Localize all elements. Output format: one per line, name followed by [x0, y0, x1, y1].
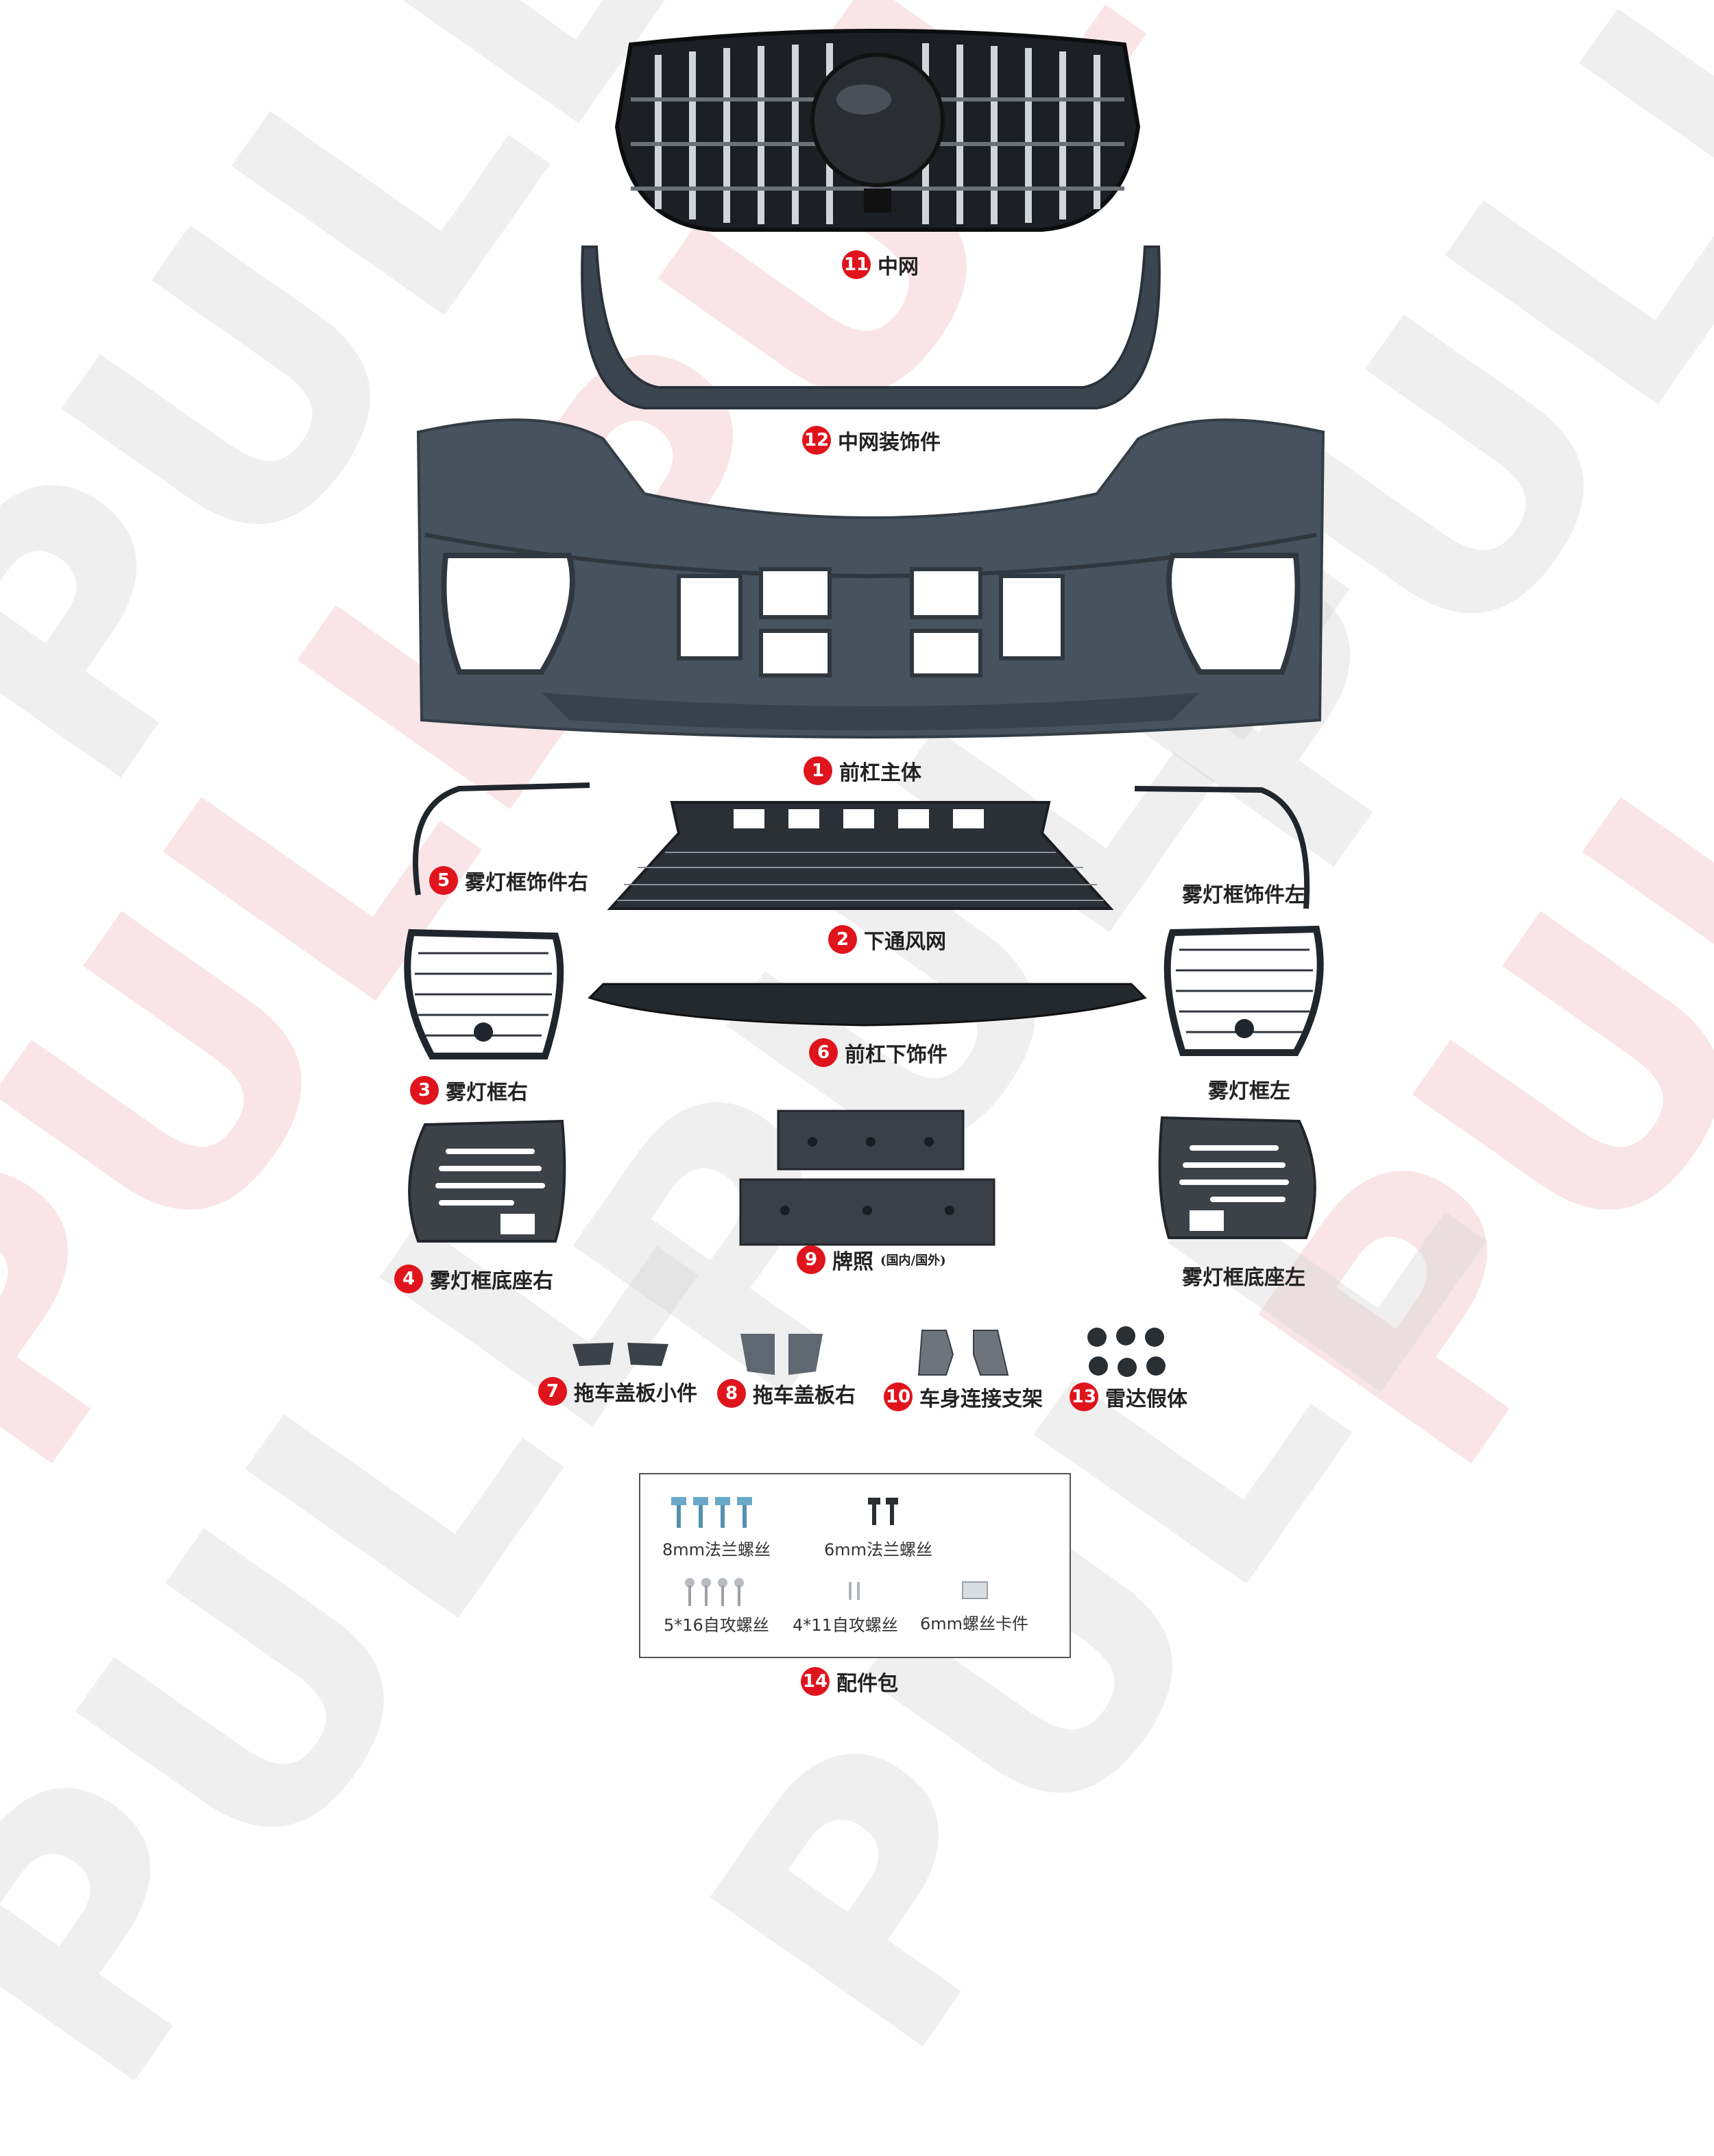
part-label-fog-trim-right: 5 雾灯框饰件右 — [429, 865, 588, 896]
part-label-license-plate: 9 牌照 (国内/国外) — [797, 1245, 946, 1275]
part-name: 牌照 — [832, 1250, 873, 1274]
accessory-label: 6mm法兰螺丝 — [824, 1540, 933, 1559]
part-number-badge: 6 — [809, 1038, 838, 1067]
part-label-lower-grille: 2 下通风网 — [828, 924, 946, 955]
part-name: 拖车盖板右 — [753, 1384, 856, 1408]
part-label-grille: 11 中网 — [842, 250, 919, 280]
lower-grille-image — [607, 801, 1114, 910]
part-number-badge: 10 — [884, 1382, 913, 1411]
part-name: 前杠主体 — [839, 761, 921, 785]
part-number-badge: 2 — [828, 925, 857, 954]
fog-frame-left-image — [1163, 925, 1324, 1056]
part-name: 中网 — [878, 255, 919, 279]
part-number-badge: 12 — [802, 426, 831, 455]
part-name: 雾灯框底座右 — [430, 1269, 553, 1293]
part-name: 雷达假体 — [1105, 1387, 1187, 1411]
part-label-lower-trim: 6 前杠下饰件 — [809, 1038, 947, 1068]
part-label-fog-base-left: 雾灯框底座左 — [1182, 1266, 1305, 1290]
accessory-label: 6mm螺丝卡件 — [920, 1614, 1029, 1633]
part-label-tow-cover: 8 拖车盖板右 — [717, 1378, 856, 1409]
tow-cover-image — [740, 1334, 823, 1375]
part-number-badge: 9 — [797, 1245, 825, 1274]
flange-screw-6mm-icon — [868, 1498, 898, 1525]
lower-trim-image — [588, 983, 1147, 1027]
accessory-label: 4*11自攻螺丝 — [793, 1616, 898, 1635]
fog-base-right-image — [408, 1119, 566, 1243]
grille-image — [614, 29, 1141, 232]
part-label-accessory-pack: 14 配件包 — [801, 1666, 898, 1697]
self-tapping-screw-4x11-icon — [849, 1582, 860, 1600]
part-number-badge: 7 — [538, 1377, 567, 1406]
grille-trim-image — [581, 245, 1161, 409]
body-bracket-image — [917, 1330, 1009, 1376]
radar-dummy-image — [1087, 1326, 1166, 1377]
fog-trim-right-image — [413, 782, 590, 896]
bumper-image — [416, 418, 1325, 739]
part-note: (国内/国外) — [880, 1254, 946, 1268]
part-number-badge: 14 — [801, 1667, 830, 1696]
part-name: 雾灯框饰件右 — [465, 871, 588, 895]
part-label-bumper: 1 前杠主体 — [804, 756, 921, 786]
part-name: 配件包 — [836, 1672, 898, 1696]
license-plate-image — [739, 1110, 995, 1246]
part-number-badge: 4 — [394, 1265, 423, 1293]
part-label-fog-base-right: 4 雾灯框底座右 — [394, 1264, 553, 1294]
accessory-label: 8mm法兰螺丝 — [662, 1540, 771, 1559]
accessory-pack-box: 8mm法兰螺丝 6mm法兰螺丝 5*16自攻螺丝 4*11自攻螺丝 6mm螺丝卡… — [639, 1473, 1071, 1658]
screw-clip-6mm-icon — [962, 1581, 988, 1599]
part-label-fog-frame-right: 3 雾灯框右 — [410, 1075, 528, 1105]
part-name: 下通风网 — [864, 930, 946, 954]
part-label-tow-cover-small: 7 拖车盖板小件 — [538, 1376, 697, 1406]
part-number-badge: 5 — [429, 866, 458, 895]
flange-screw-8mm-icon — [671, 1497, 752, 1528]
part-name: 拖车盖板小件 — [574, 1382, 697, 1406]
part-number-badge: 11 — [842, 250, 871, 279]
tow-cover-small-image — [572, 1343, 668, 1366]
part-name: 雾灯框右 — [446, 1081, 528, 1105]
part-name: 中网装饰件 — [838, 431, 941, 455]
part-number-badge: 3 — [410, 1076, 439, 1105]
part-label-grille-trim: 12 中网装饰件 — [802, 425, 941, 455]
part-label-radar-dummy: 13 雷达假体 — [1070, 1382, 1187, 1412]
part-label-body-bracket: 10 车身连接支架 — [884, 1382, 1043, 1412]
accessory-label: 5*16自攻螺丝 — [664, 1616, 769, 1635]
part-label-fog-frame-left: 雾灯框左 — [1208, 1079, 1290, 1103]
self-tapping-screw-5x16-icon — [685, 1578, 744, 1606]
part-number-badge: 13 — [1070, 1382, 1098, 1411]
part-name: 车身连接支架 — [919, 1387, 1043, 1411]
fog-frame-right-image — [404, 929, 564, 1059]
part-label-fog-trim-left: 雾灯框饰件左 — [1182, 883, 1305, 907]
part-number-badge: 8 — [717, 1379, 746, 1408]
part-number-badge: 1 — [804, 756, 832, 785]
fog-base-left-image — [1158, 1116, 1316, 1239]
fog-trim-left-image — [1134, 786, 1310, 909]
part-name: 前杠下饰件 — [845, 1043, 947, 1067]
